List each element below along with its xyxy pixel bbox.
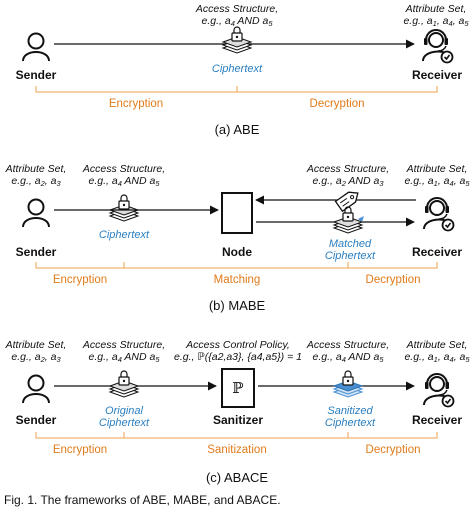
sender-label-c: Sender: [16, 413, 57, 427]
sender-label-a: Sender: [16, 68, 57, 82]
encryption-brace-b: [35, 262, 125, 269]
encryption-brace-a: [35, 86, 238, 93]
original-ciphertext-label-1: Original: [105, 405, 143, 417]
phase-matching-b: Matching: [214, 274, 261, 286]
attribute-set-label-b2: Attribute Set,: [406, 163, 468, 175]
sanitizer-symbol: ℙ: [232, 379, 244, 397]
attribute-set-example-c2: e.g., a1, a4, a5: [404, 351, 470, 364]
tag-icon: [334, 191, 359, 213]
access-structure-example-c1: e.g., a4 AND a5: [88, 351, 160, 364]
original-ciphertext-lock-icon: [109, 370, 139, 398]
receiver-label-a: Receiver: [412, 68, 462, 82]
caption-c: (c) ABACE: [206, 470, 268, 485]
phase-encryption-c: Encryption: [53, 444, 107, 456]
sanitized-ciphertext-label-2: Ciphertext: [325, 417, 376, 429]
access-control-policy-example: e.g., ℙ({a2,a3}, {a4,a5}) = 1: [174, 351, 302, 363]
attribute-set-label-c2: Attribute Set,: [406, 339, 468, 351]
sanitized-ciphertext-lock-icon: [333, 370, 363, 398]
phase-encryption-a: Encryption: [109, 98, 163, 110]
decryption-brace-c: [347, 432, 438, 439]
figure-caption: Fig. 1. The frameworks of ABE, MABE, and…: [4, 493, 281, 507]
access-structure-label-a: Access Structure,: [195, 3, 278, 15]
access-structure-label-c2: Access Structure,: [306, 339, 389, 351]
ciphertext-label-b: Ciphertext: [99, 229, 150, 241]
access-structure-label-b2: Access Structure,: [306, 163, 389, 175]
phase-decryption-a: Decryption: [310, 98, 365, 110]
access-structure-example-b1: e.g., a4 AND a5: [88, 175, 160, 188]
sanitization-brace-c: [123, 432, 349, 439]
ciphertext-lock-icon-a: [222, 26, 252, 54]
receiver-label-b: Receiver: [412, 245, 462, 259]
attribute-set-example-a: e.g., a1, a4, a5: [403, 15, 469, 28]
sender-user-icon-b: [22, 198, 50, 228]
matched-ciphertext-lock-icon: [333, 206, 363, 234]
receiver-headset-icon-b: [423, 197, 455, 232]
receiver-label-c: Receiver: [412, 413, 462, 427]
sender-user-icon-c: [22, 374, 50, 404]
access-control-policy-label: Access Control Policy,: [185, 339, 290, 351]
access-structure-label-c1: Access Structure,: [82, 339, 165, 351]
panel-abace: Attribute Set, e.g., a2, a3 Access Struc…: [5, 339, 471, 485]
phase-encryption-b: Encryption: [53, 274, 107, 286]
matching-brace-b: [123, 262, 349, 269]
original-ciphertext-label-2: Ciphertext: [99, 417, 150, 429]
attribute-set-example-b1: e.g., a2, a3: [11, 175, 61, 188]
caption-b: (b) MABE: [209, 298, 266, 313]
attribute-set-label-a: Attribute Set,: [405, 3, 467, 15]
access-structure-example-b2: e.g., a2 AND a3: [312, 175, 384, 188]
panel-abe: Access Structure, e.g., a4 AND a5 Attrib…: [16, 3, 470, 137]
attribute-set-example-c1: e.g., a2, a3: [11, 351, 61, 364]
access-structure-example-c2: e.g., a4 AND a5: [312, 351, 384, 364]
sender-user-icon: [22, 32, 50, 62]
access-structure-label-b1: Access Structure,: [82, 163, 165, 175]
sanitizer-box: [221, 368, 255, 408]
node-box: [221, 192, 253, 234]
attribute-set-example-b2: e.g., a1, a4, a5: [404, 175, 470, 188]
caption-a: (a) ABE: [215, 122, 260, 137]
node-label: Node: [222, 245, 252, 259]
receiver-headset-icon: [422, 29, 454, 64]
decryption-brace-a: [236, 86, 438, 93]
panel-mabe: Attribute Set, e.g., a2, a3 Access Struc…: [5, 163, 471, 313]
decryption-brace-b: [347, 262, 438, 269]
matched-ciphertext-label-1: Matched: [329, 238, 372, 250]
sanitized-ciphertext-label-1: Sanitized: [327, 405, 373, 417]
receiver-headset-icon-c: [423, 373, 455, 408]
phase-decryption-c: Decryption: [366, 444, 421, 456]
phase-decryption-b: Decryption: [366, 274, 421, 286]
matched-ciphertext-label-2: Ciphertext: [325, 250, 376, 262]
phase-sanitization-c: Sanitization: [207, 444, 266, 456]
sanitizer-label: Sanitizer: [213, 413, 263, 427]
attribute-set-label-c1: Attribute Set,: [5, 339, 67, 351]
access-structure-example-a: e.g., a4 AND a5: [201, 15, 273, 28]
sender-label-b: Sender: [16, 245, 57, 259]
encryption-brace-c: [35, 432, 125, 439]
ciphertext-label-a: Ciphertext: [212, 63, 263, 75]
ciphertext-lock-icon-b: [109, 194, 139, 222]
attribute-set-label-b1: Attribute Set,: [5, 163, 67, 175]
